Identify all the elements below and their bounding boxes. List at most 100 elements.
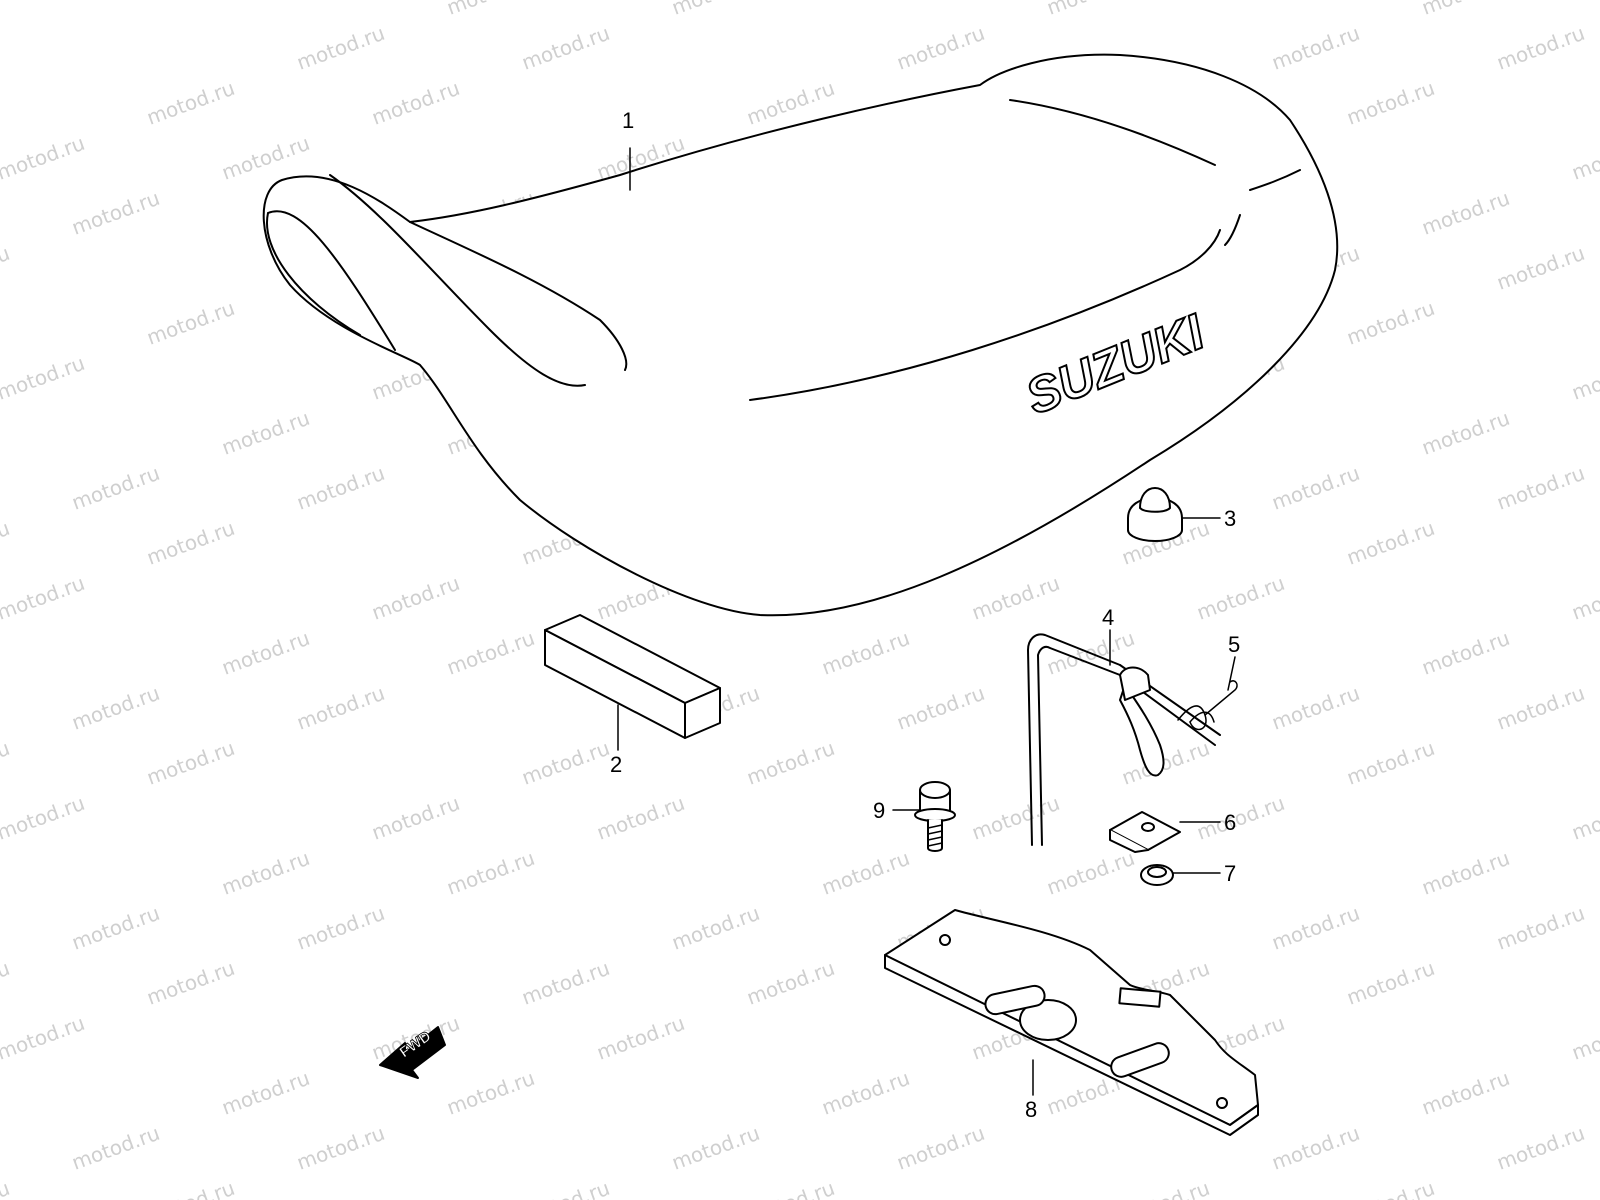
nut-part[interactable] xyxy=(1140,864,1174,886)
watermark-text: motod.ru xyxy=(894,1121,988,1175)
watermark-text: motod.ru xyxy=(219,406,313,460)
watermark-text: motod.ru xyxy=(819,626,913,680)
watermark-text: motod.ru xyxy=(1194,791,1288,845)
watermark-text: motod.ru xyxy=(294,1121,388,1175)
watermark-text: motod.ru xyxy=(1494,901,1588,955)
watermark-text: motod.ru xyxy=(219,1066,313,1120)
watermark-text: motod.ru xyxy=(0,351,88,405)
watermark-text: motod.ru xyxy=(1494,681,1588,735)
watermark-text: motod.ru xyxy=(69,681,163,735)
watermark-text: motod.ru xyxy=(1569,1011,1600,1065)
watermark-text: motod.ru xyxy=(1344,1176,1438,1200)
watermark-text: motod.ru xyxy=(1494,241,1588,295)
watermark-text: motod.ru xyxy=(1419,0,1513,20)
watermark-text: motod.ru xyxy=(1269,461,1363,515)
callout-9: 9 xyxy=(873,798,885,823)
bolt-part[interactable] xyxy=(914,781,956,852)
foam-block-part[interactable] xyxy=(544,614,721,739)
watermark-text: motod.ru xyxy=(1419,846,1513,900)
watermark-text: motod.ru xyxy=(594,1011,688,1065)
watermark-text: motod.ru xyxy=(669,901,763,955)
watermark-text: motod.ru xyxy=(1569,131,1600,185)
watermark-text: motod.ru xyxy=(1119,736,1213,790)
watermark-text: motod.ru xyxy=(1419,1066,1513,1120)
watermark-text: motod.ru xyxy=(294,681,388,735)
watermark-text: motod.ru xyxy=(1494,461,1588,515)
plate-part[interactable] xyxy=(884,909,1259,1136)
watermark-text: motod.ru xyxy=(1269,21,1363,75)
watermark-text: motod.ru xyxy=(1419,186,1513,240)
watermark-text: motod.ru xyxy=(444,846,538,900)
callout-3: 3 xyxy=(1224,506,1236,531)
watermark-text: motod.ru xyxy=(1344,956,1438,1010)
watermark-text: motod.ru xyxy=(1194,571,1288,625)
watermark-text: motod.ru xyxy=(444,626,538,680)
watermark-text: motod.ru xyxy=(1344,736,1438,790)
watermark-text: motod.ru xyxy=(0,956,13,1010)
bracket-part[interactable] xyxy=(1109,811,1181,853)
watermark-text: motod.ru xyxy=(0,736,13,790)
watermark-text: motod.ru xyxy=(969,791,1063,845)
callout-4: 4 xyxy=(1102,605,1114,630)
watermark-text: motod.ru xyxy=(594,791,688,845)
watermark-text: motod.ru xyxy=(819,1066,913,1120)
watermark-text: motod.ru xyxy=(1119,1176,1213,1200)
watermark-text: motod.ru xyxy=(219,846,313,900)
watermark-text: motod.ru xyxy=(519,736,613,790)
watermark-text: motod.ru xyxy=(294,901,388,955)
watermark-text: motod.ru xyxy=(744,736,838,790)
seat-lock-rod-part[interactable] xyxy=(1027,633,1221,846)
watermark-text: motod.ru xyxy=(369,76,463,130)
watermark-text: motod.ru xyxy=(0,1176,13,1200)
watermark-text: motod.ru xyxy=(294,461,388,515)
watermark-text: motod.ru xyxy=(0,516,13,570)
watermark-text: motod.ru xyxy=(1569,791,1600,845)
watermark-text: motod.ru xyxy=(744,956,838,1010)
callout-8: 8 xyxy=(1025,1097,1037,1122)
watermark-text: motod.ru xyxy=(894,21,988,75)
watermark-text: motod.ru xyxy=(369,571,463,625)
leader-lines xyxy=(617,147,1236,1096)
watermark-text: motod.ru xyxy=(1419,406,1513,460)
watermark-text: motod.ru xyxy=(69,461,163,515)
watermark-text: motod.ru xyxy=(69,901,163,955)
watermark-text: motod.ru xyxy=(0,791,88,845)
watermark-text: motod.ru xyxy=(144,736,238,790)
watermark-text: motod.ru xyxy=(1269,681,1363,735)
watermark-text: motod.ru xyxy=(1569,351,1600,405)
callout-2: 2 xyxy=(610,752,622,777)
callouts: 1 2 3 4 5 6 7 8 9 xyxy=(610,108,1240,1122)
watermark-text: motod.ru xyxy=(0,1011,88,1065)
watermark-text: motod.ru xyxy=(894,681,988,735)
watermark-text: motod.ru xyxy=(144,296,238,350)
watermark-text: motod.ru xyxy=(669,1121,763,1175)
watermark-text: motod.ru xyxy=(744,1176,838,1200)
watermark-text: motod.ru xyxy=(0,571,88,625)
watermark-text: motod.ru xyxy=(519,21,613,75)
watermark-text: motod.ru xyxy=(1269,901,1363,955)
watermark-text: motod.ru xyxy=(519,1176,613,1200)
callout-5: 5 xyxy=(1228,632,1240,657)
watermark-text: motod.ru xyxy=(1044,0,1138,20)
callout-7: 7 xyxy=(1224,861,1236,886)
watermark-text: motod.ru xyxy=(1044,846,1138,900)
watermark-text: motod.ru xyxy=(369,791,463,845)
watermark-text: motod.ru xyxy=(819,846,913,900)
watermark-text: motod.ru xyxy=(219,626,313,680)
watermark-text: motod.ru xyxy=(69,186,163,240)
watermark-text: motod.ru xyxy=(144,956,238,1010)
watermark-text: motod.ru xyxy=(1494,21,1588,75)
watermark-text: motod.ru xyxy=(1344,76,1438,130)
callout-1: 1 xyxy=(622,108,634,133)
watermark-text: motod.ru xyxy=(144,516,238,570)
watermark-text: motod.ru xyxy=(519,956,613,1010)
seat-part[interactable]: SUZUKI xyxy=(262,53,1339,617)
cushion-part[interactable] xyxy=(1127,487,1183,542)
watermark-text: motod.ru xyxy=(1269,1121,1363,1175)
watermark-text: motod.ru xyxy=(969,571,1063,625)
watermark-text: motod.ru xyxy=(1344,516,1438,570)
spring-part[interactable] xyxy=(1177,680,1238,731)
watermark-text: motod.ru xyxy=(444,1066,538,1120)
watermark-text: motod.ru xyxy=(0,241,13,295)
